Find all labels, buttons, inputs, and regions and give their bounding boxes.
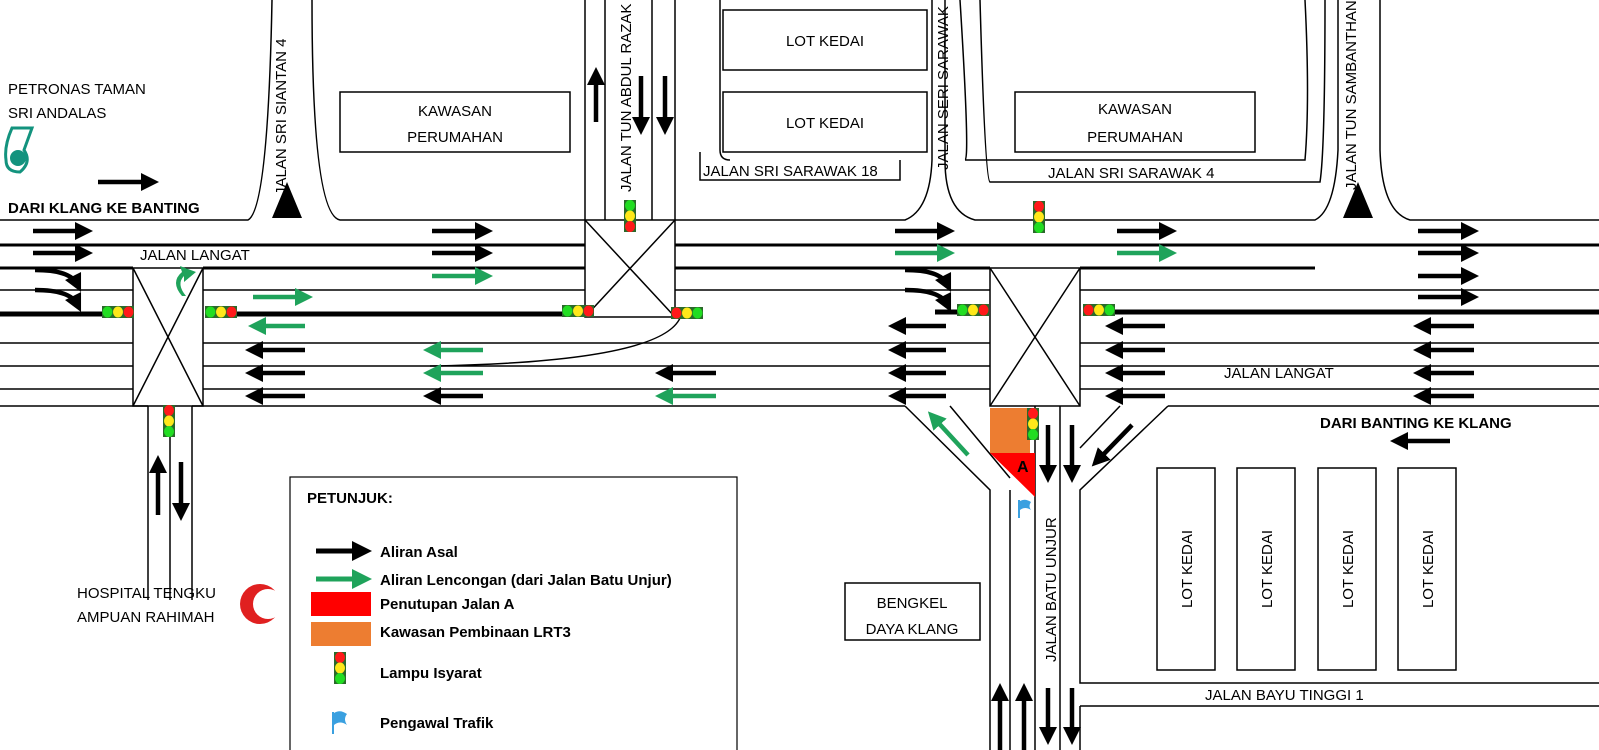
diversion-flow-arrow <box>927 411 970 457</box>
hospital: HOSPITAL TENGKU AMPUAN RAHIMAH <box>77 584 283 626</box>
red-crescent-icon <box>240 584 283 624</box>
closure-marker: A <box>1017 459 1029 476</box>
traffic-flow-arrows <box>33 67 1479 750</box>
label-jalan-langat-east: JALAN LANGAT <box>1224 365 1334 382</box>
lot-kedai-top: LOT KEDAI LOT KEDAI <box>722 9 928 153</box>
svg-text:LOT KEDAI: LOT KEDAI <box>1420 530 1437 608</box>
svg-text:LOT KEDAI: LOT KEDAI <box>1179 530 1196 608</box>
legend-title: PETUNJUK: <box>307 490 393 507</box>
label-jalan-sri-sarawak-4: JALAN SRI SARAWAK 4 <box>1048 165 1214 182</box>
label-jalan-langat-west: JALAN LANGAT <box>140 247 250 264</box>
road-jalan-langat <box>0 0 1599 407</box>
label-dari-klang: DARI KLANG KE BANTING <box>8 200 200 217</box>
traffic-light-icon <box>562 305 594 317</box>
legend: PETUNJUK: Aliran Asal Aliran Lencongan (… <box>289 476 738 750</box>
svg-text:LOT KEDAI: LOT KEDAI <box>1259 530 1276 608</box>
svg-text:PERUMAHAN: PERUMAHAN <box>407 129 503 146</box>
traffic-lights <box>102 200 1115 440</box>
red-swatch <box>311 592 371 616</box>
label-jalan-seri-sarawak: JALAN SERI SARAWAK <box>935 6 952 170</box>
traffic-light-icon <box>334 652 346 684</box>
kawasan-perumahan-1: KAWASAN PERUMAHAN <box>339 91 571 153</box>
label-jalan-sri-sarawak-18: JALAN SRI SARAWAK 18 <box>703 163 878 180</box>
svg-text:HOSPITAL TENGKU: HOSPITAL TENGKU <box>77 585 216 602</box>
svg-text:AMPUAN RAHIMAH: AMPUAN RAHIMAH <box>77 609 215 626</box>
svg-text:Kawasan Pembinaan LRT3: Kawasan Pembinaan LRT3 <box>380 624 571 641</box>
give-way-triangle-icon <box>272 182 302 218</box>
svg-text:SRI ANDALAS: SRI ANDALAS <box>8 105 106 122</box>
svg-text:Lampu Isyarat: Lampu Isyarat <box>380 665 482 682</box>
traffic-light-icon <box>1033 201 1045 233</box>
give-way-triangle-icon <box>1343 182 1373 218</box>
traffic-light-icon <box>205 306 237 318</box>
turning-arrow <box>904 267 952 293</box>
original-flow-arrow <box>1091 423 1134 467</box>
turning-arrow <box>34 287 82 313</box>
svg-text:KAWASAN: KAWASAN <box>418 103 492 120</box>
u-turn-arrow-icon <box>176 266 196 296</box>
traffic-light-icon <box>163 405 175 437</box>
svg-text:PETRONAS TAMAN: PETRONAS TAMAN <box>8 81 146 98</box>
traffic-light-icon <box>624 200 636 232</box>
traffic-light-icon <box>102 306 134 318</box>
flag-icon <box>1018 499 1031 518</box>
label-jalan-batu-unjur: JALAN BATU UNJUR <box>1043 517 1060 662</box>
label-jalan-tun-sambanthan: JALAN TUN SAMBANTHAN <box>1343 0 1360 190</box>
svg-text:Aliran Asal: Aliran Asal <box>380 544 458 561</box>
svg-text:Aliran Lencongan (dari Jalan B: Aliran Lencongan (dari Jalan Batu Unjur) <box>380 572 672 589</box>
svg-text:LOT KEDAI: LOT KEDAI <box>786 33 864 50</box>
petronas-logo-icon <box>4 126 35 174</box>
junction-boxes <box>132 219 1081 407</box>
svg-text:LOT KEDAI: LOT KEDAI <box>786 115 864 132</box>
label-jalan-bayu-tinggi: JALAN BAYU TINGGI 1 <box>1205 687 1364 704</box>
orange-swatch <box>311 622 371 646</box>
svg-text:PERUMAHAN: PERUMAHAN <box>1087 129 1183 146</box>
svg-text:Pengawal Trafik: Pengawal Trafik <box>380 715 494 732</box>
flag-icon <box>332 711 347 734</box>
traffic-light-icon <box>671 307 703 319</box>
traffic-light-icon <box>1027 408 1039 440</box>
lrt3-construction-area <box>990 408 1030 453</box>
svg-text:LOT KEDAI: LOT KEDAI <box>1340 530 1357 608</box>
svg-text:Penutupan Jalan A: Penutupan Jalan A <box>380 596 515 613</box>
road-closure-a <box>990 453 1035 497</box>
traffic-light-icon <box>1083 304 1115 316</box>
bengkel-daya-klang: BENGKEL DAYA KLANG <box>844 582 981 641</box>
turning-arrow <box>34 267 82 293</box>
svg-text:DAYA KLANG: DAYA KLANG <box>866 621 959 638</box>
turning-arrow <box>904 287 952 313</box>
traffic-light-icon <box>334 652 346 684</box>
label-dari-banting: DARI BANTING KE KLANG <box>1320 415 1512 432</box>
lot-kedai-row: LOT KEDAI LOT KEDAI LOT KEDAI LOT KEDAI <box>1156 467 1457 671</box>
label-jalan-tun-abdul-razak: JALAN TUN ABDUL RAZAK <box>618 4 635 192</box>
svg-text:KAWASAN: KAWASAN <box>1098 101 1172 118</box>
label-jalan-sri-siantan: JALAN SRI SIANTAN 4 <box>273 39 290 195</box>
kawasan-perumahan-2: KAWASAN PERUMAHAN <box>1014 91 1256 153</box>
traffic-light-icon <box>957 304 989 316</box>
svg-text:BENGKEL: BENGKEL <box>877 595 948 612</box>
petronas-station: PETRONAS TAMAN SRI ANDALAS <box>4 81 146 174</box>
